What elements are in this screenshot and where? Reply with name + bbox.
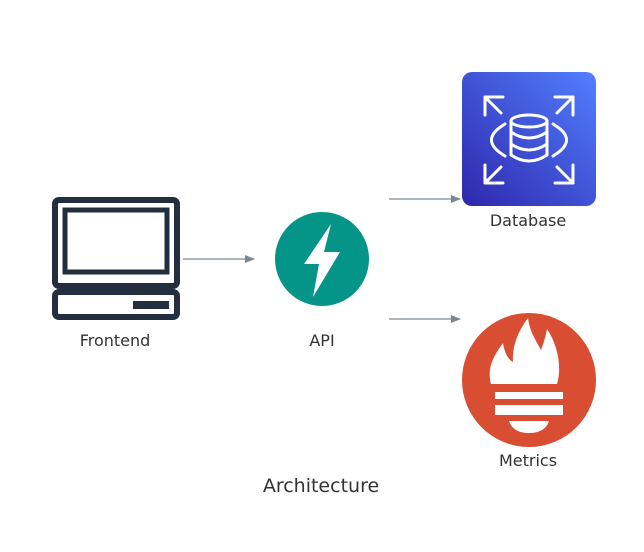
metrics-label: Metrics — [499, 451, 557, 470]
edges — [183, 195, 461, 323]
fastapi-lightning-icon — [275, 212, 369, 306]
api-label: API — [309, 331, 334, 350]
aws-rds-database-icon — [462, 72, 596, 206]
computer-icon — [52, 197, 180, 320]
database-label: Database — [490, 211, 566, 230]
diagram-title: Architecture — [263, 475, 379, 497]
prometheus-torch-icon — [462, 313, 596, 447]
database-node: Database — [462, 72, 596, 230]
metrics-node: Metrics — [462, 313, 596, 470]
frontend-node: Frontend — [52, 197, 180, 350]
api-node: API — [275, 212, 369, 350]
frontend-label: Frontend — [80, 331, 151, 350]
